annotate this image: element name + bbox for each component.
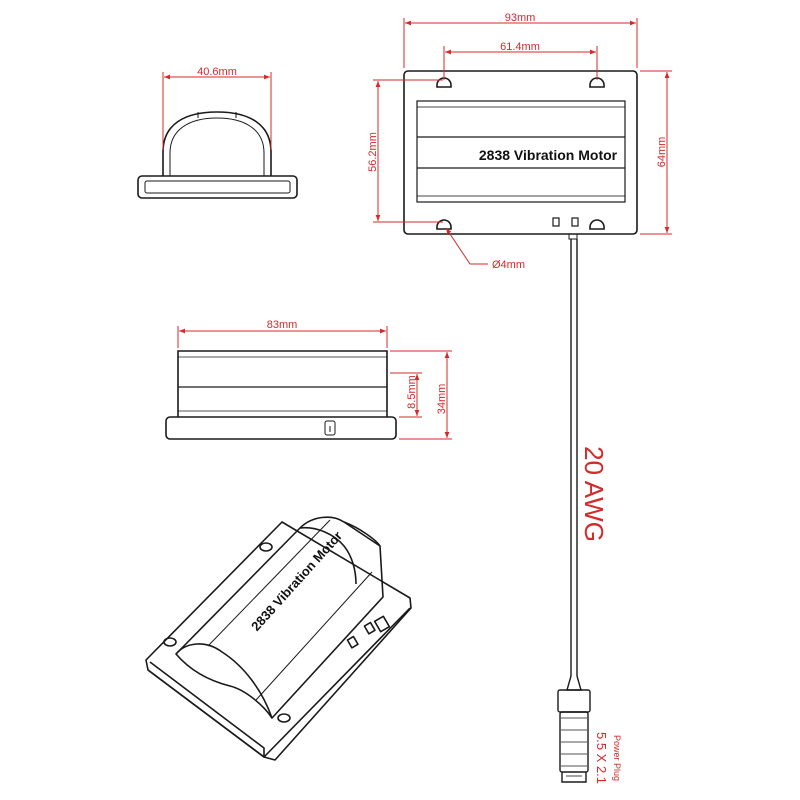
top-view-width-dimension xyxy=(403,18,638,68)
end-view-width-dimension xyxy=(162,72,272,150)
end-view xyxy=(137,111,298,199)
top-view xyxy=(403,70,638,240)
inner-height-label: 56.2mm xyxy=(367,132,379,172)
power-plug-label: Power Plug xyxy=(612,735,622,781)
power-plug-size: 5.5 X 2.1 xyxy=(594,732,609,784)
isometric-view xyxy=(145,516,412,761)
hole-leader xyxy=(445,227,488,265)
side-view-height-label: 34mm xyxy=(436,384,448,415)
power-plug xyxy=(557,689,591,783)
top-view-height-dimension xyxy=(640,70,672,235)
side-view-base-label: 8.5mm xyxy=(406,375,418,409)
side-view-height-dimension xyxy=(390,350,452,440)
wire-gauge-label: 20 AWG xyxy=(579,446,609,542)
side-view-width-label: 83mm xyxy=(267,319,298,331)
top-view-width-label: 93mm xyxy=(505,12,536,24)
inner-height-dimension xyxy=(373,79,443,223)
power-cable xyxy=(566,239,582,691)
hole-spacing-dimension xyxy=(443,46,598,80)
hole-diameter-label: Ø4mm xyxy=(492,259,525,271)
side-view-base-dimension xyxy=(390,372,422,418)
side-view-width-dimension xyxy=(177,326,388,348)
hole-spacing-label: 61.4mm xyxy=(500,41,540,53)
top-view-height-label: 64mm xyxy=(656,137,668,168)
end-view-width-label: 40.6mm xyxy=(197,66,237,78)
side-view xyxy=(165,350,397,440)
top-view-title: 2838 Vibration Motor xyxy=(479,147,618,163)
